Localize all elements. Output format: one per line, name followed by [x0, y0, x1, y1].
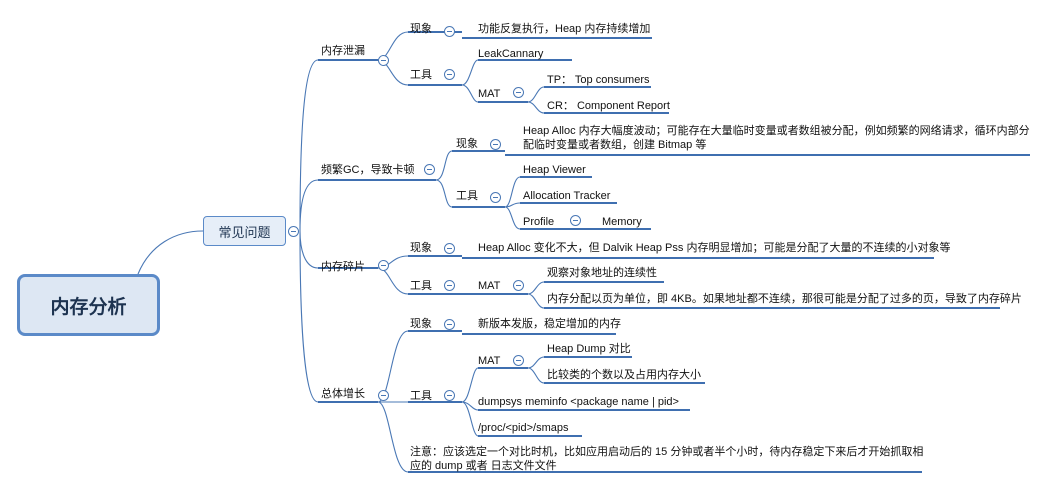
root-topic[interactable]: 内存分析: [17, 274, 160, 336]
hub-label: 常见问题: [218, 224, 271, 240]
root-label: 内存分析: [50, 296, 127, 318]
collapse-icon[interactable]: [444, 69, 455, 80]
frag-symptom-detail[interactable]: Heap Alloc 变化不大，但 Dalvik Heap Pss 内存明显增加…: [478, 242, 951, 254]
compare-item[interactable]: 比较类的个数以及占用内存大小: [547, 369, 701, 381]
leak-symptom-label[interactable]: 现象: [410, 23, 432, 35]
frag-mat-item-1[interactable]: 观察对象地址的连续性: [547, 267, 657, 279]
collapse-icon[interactable]: [570, 215, 581, 226]
leak-tools-label[interactable]: 工具: [410, 69, 432, 81]
mat-tp-item[interactable]: TP： Top consumers: [547, 74, 650, 86]
dumpsys-item[interactable]: dumpsys meminfo <package name | pid>: [478, 396, 679, 408]
mat-cr-item[interactable]: CR： Component Report: [547, 100, 670, 112]
collapse-icon[interactable]: [444, 390, 455, 401]
leak-symptom-detail[interactable]: 功能反复执行，Heap 内存持续增加: [478, 23, 651, 35]
collapse-icon[interactable]: [444, 26, 455, 37]
frag-mat-item-2[interactable]: 内存分配以页为单位，即 4KB。如果地址都不连续，那很可能是分配了过多的页，导致…: [547, 293, 1022, 305]
allocation-tracker-item[interactable]: Allocation Tracker: [523, 190, 611, 202]
collapse-icon[interactable]: [513, 87, 524, 98]
smaps-item[interactable]: /proc/<pid>/smaps: [478, 422, 569, 434]
profile-item[interactable]: Profile: [523, 216, 555, 228]
gc-topic[interactable]: 频繁GC，导致卡顿: [321, 164, 415, 176]
growth-symptom-detail[interactable]: 新版本发版，稳定增加的内存: [478, 318, 621, 330]
leak-mat-label[interactable]: MAT: [478, 88, 501, 100]
gc-symptom-detail[interactable]: Heap Alloc 内存大幅度波动；可能存在大量临时变量或者数组被分配，例如频…: [523, 125, 1030, 151]
collapse-icon[interactable]: [490, 139, 501, 150]
collapse-icon[interactable]: [288, 226, 299, 237]
leakcanary-item[interactable]: LeakCannary: [478, 48, 544, 60]
growth-topic[interactable]: 总体增长: [321, 388, 365, 400]
collapse-icon[interactable]: [490, 192, 501, 203]
collapse-icon[interactable]: [378, 260, 389, 271]
growth-note[interactable]: 注意：应该选定一个对比时机，比如应用启动后的 15 分钟或者半个小时，待内存稳定…: [410, 446, 924, 472]
gc-symptom-label[interactable]: 现象: [456, 138, 478, 150]
collapse-icon[interactable]: [513, 280, 524, 291]
frag-tools-label[interactable]: 工具: [410, 280, 432, 292]
hub-topic[interactable]: 常见问题: [203, 216, 286, 246]
gc-tools-label[interactable]: 工具: [456, 190, 478, 202]
growth-symptom-label[interactable]: 现象: [410, 318, 432, 330]
collapse-icon[interactable]: [444, 319, 455, 330]
leak-topic[interactable]: 内存泄漏: [321, 45, 365, 57]
frag-topic[interactable]: 内存碎片: [321, 261, 365, 273]
heap-viewer-item[interactable]: Heap Viewer: [523, 164, 586, 176]
frag-symptom-label[interactable]: 现象: [410, 242, 432, 254]
collapse-icon[interactable]: [424, 164, 435, 175]
collapse-icon[interactable]: [444, 243, 455, 254]
collapse-icon[interactable]: [444, 280, 455, 291]
frag-mat-label[interactable]: MAT: [478, 280, 501, 292]
growth-tools-label[interactable]: 工具: [410, 390, 432, 402]
growth-mat-label[interactable]: MAT: [478, 355, 501, 367]
memory-item[interactable]: Memory: [602, 216, 642, 228]
collapse-icon[interactable]: [378, 55, 389, 66]
heap-dump-item[interactable]: Heap Dump 对比: [547, 343, 631, 355]
collapse-icon[interactable]: [513, 355, 524, 366]
collapse-icon[interactable]: [378, 390, 389, 401]
